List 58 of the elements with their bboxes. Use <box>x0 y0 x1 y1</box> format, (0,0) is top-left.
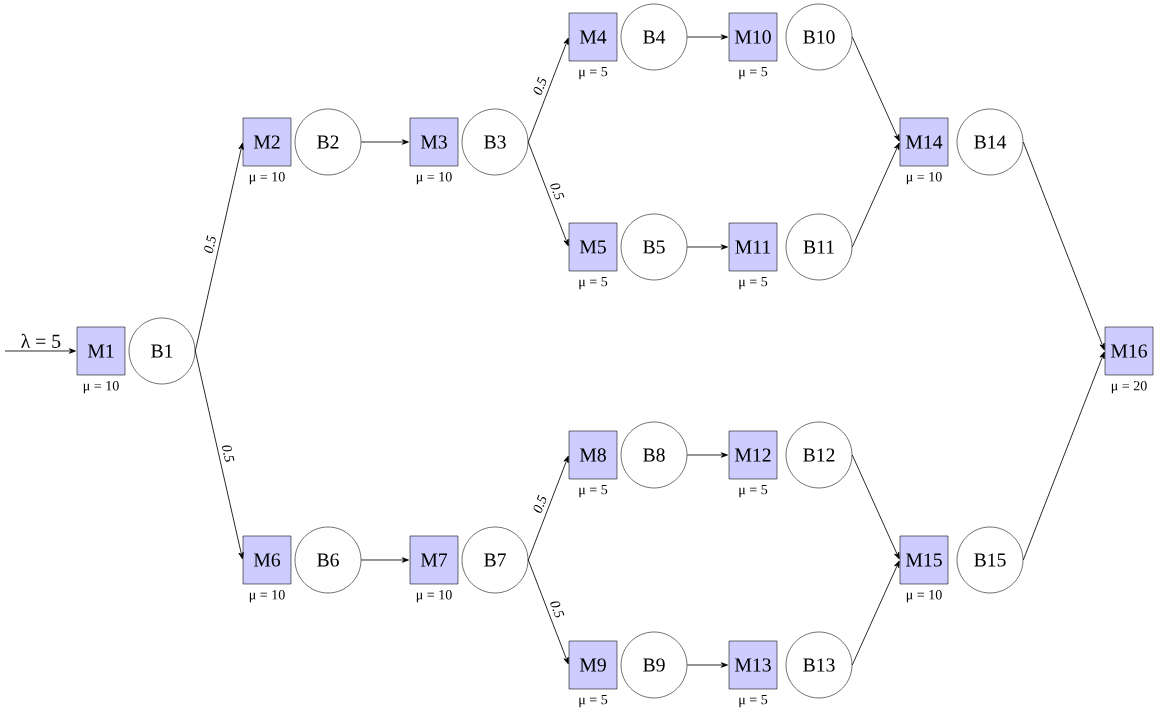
rate-label: μ = 5 <box>579 694 608 708</box>
arrow <box>851 560 900 666</box>
arrow <box>4 348 76 354</box>
rate-label: μ = 10 <box>83 380 119 394</box>
rate-label: μ = 5 <box>579 484 608 498</box>
arrow <box>686 244 728 250</box>
machine-box: M9 <box>568 640 618 690</box>
machine-box: M8 <box>568 430 618 480</box>
arrow <box>851 454 900 560</box>
rate-label: μ = 10 <box>249 171 285 185</box>
probability-label: 0.5 <box>547 597 567 621</box>
rate-label: μ = 5 <box>739 484 768 498</box>
machine-box: M14 <box>899 117 949 167</box>
arrival-rate-label: λ = 5 <box>19 332 63 350</box>
rate-label: μ = 5 <box>739 66 768 80</box>
machine-box: M11 <box>728 222 778 272</box>
machine-box: M15 <box>899 535 949 585</box>
probability-label: 0.5 <box>547 179 567 203</box>
arrow <box>527 559 569 665</box>
rate-label: μ = 10 <box>906 171 942 185</box>
machine-box: M4 <box>568 12 618 62</box>
machine-box: M3 <box>409 117 459 167</box>
machine-box: M10 <box>728 12 778 62</box>
rate-label: μ = 10 <box>416 589 452 603</box>
machine-box: M2 <box>242 117 292 167</box>
machine-box: M12 <box>728 430 778 480</box>
arrow <box>527 141 569 247</box>
arrow <box>851 142 900 248</box>
arrow <box>686 34 728 40</box>
probability-label: 0.5 <box>530 74 550 98</box>
probability-label: 0.5 <box>219 442 237 465</box>
rate-label: μ = 5 <box>739 276 768 290</box>
probability-label: 0.5 <box>530 492 550 516</box>
rate-label: μ = 10 <box>906 589 942 603</box>
machine-box: M6 <box>242 535 292 585</box>
arrow <box>851 36 900 142</box>
machine-box: M5 <box>568 222 618 272</box>
probability-label: 0.5 <box>201 233 219 256</box>
machine-box: M7 <box>409 535 459 585</box>
arrow <box>527 37 569 143</box>
rate-label: μ = 5 <box>579 66 608 80</box>
arrow <box>527 455 569 561</box>
machine-box: M16 <box>1104 326 1154 376</box>
arrow <box>194 350 244 560</box>
rate-label: μ = 10 <box>249 589 285 603</box>
arrow <box>686 662 728 668</box>
arrow <box>360 139 409 145</box>
machine-box: M1 <box>76 326 126 376</box>
machine-box: M13 <box>728 640 778 690</box>
rate-label: μ = 5 <box>739 694 768 708</box>
arrow <box>1022 141 1105 351</box>
arrow <box>360 557 409 563</box>
rate-label: μ = 10 <box>416 171 452 185</box>
rate-label: μ = 5 <box>579 276 608 290</box>
arrow <box>686 452 728 458</box>
rate-label: μ = 20 <box>1111 380 1147 394</box>
arrow <box>1022 351 1105 561</box>
arrow <box>194 142 244 352</box>
